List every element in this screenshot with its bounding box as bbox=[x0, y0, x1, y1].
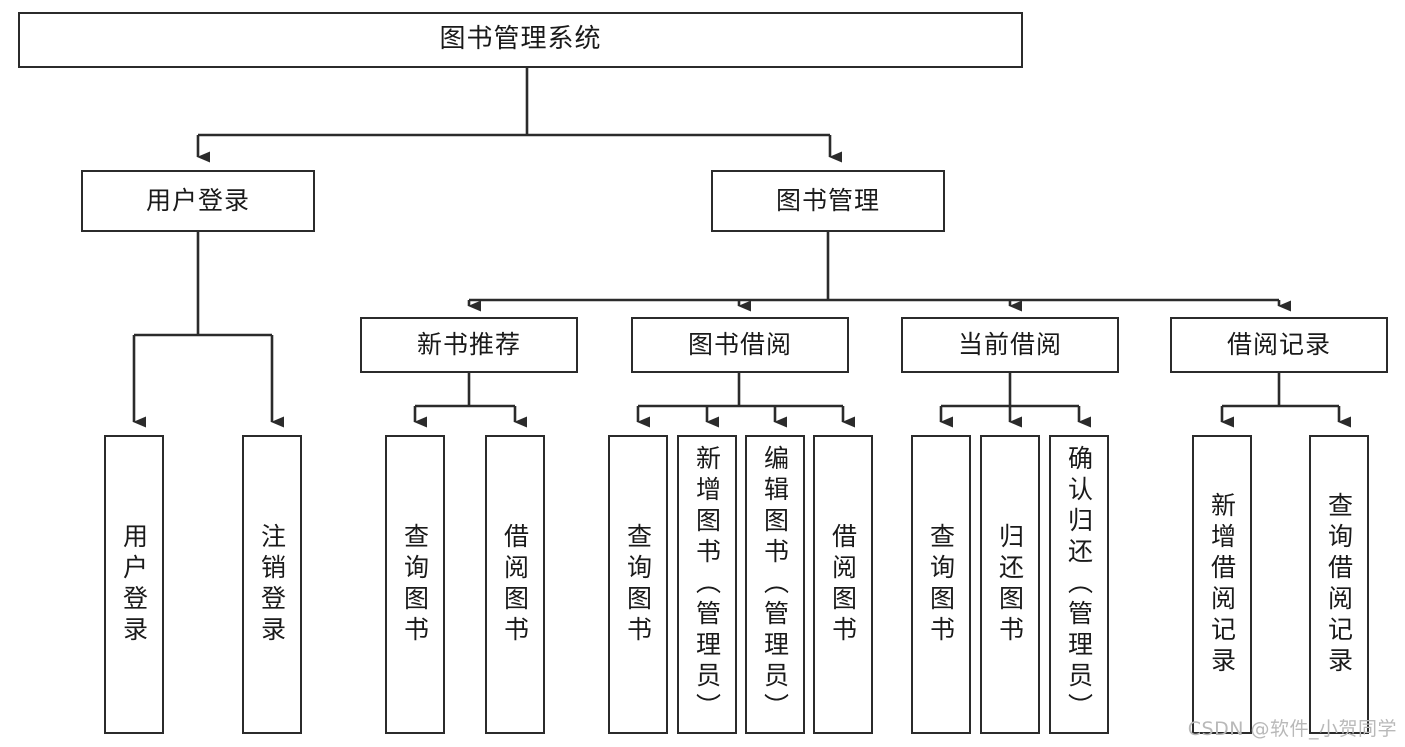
node-label: 借阅图书 bbox=[828, 522, 858, 647]
node-label: 借阅记录 bbox=[1226, 329, 1331, 359]
node-label: 借阅图书 bbox=[500, 522, 530, 647]
node-label: 确认归还（管理员） bbox=[1064, 445, 1094, 724]
node-leaf-query-book-borrow[interactable]: 查询图书 bbox=[608, 435, 668, 734]
node-label: 注销登录 bbox=[257, 522, 287, 647]
node-leaf-query-borrow-record[interactable]: 查询借阅记录 bbox=[1309, 435, 1369, 734]
node-leaf-query-book-current[interactable]: 查询图书 bbox=[911, 435, 971, 734]
node-book-borrow[interactable]: 图书借阅 bbox=[631, 317, 849, 373]
node-leaf-confirm-return-admin[interactable]: 确认归还（管理员） bbox=[1049, 435, 1109, 734]
node-label: 当前借阅 bbox=[957, 329, 1062, 359]
node-user-login[interactable]: 用户登录 bbox=[81, 170, 315, 232]
node-current-borrow[interactable]: 当前借阅 bbox=[901, 317, 1119, 373]
node-label: 查询图书 bbox=[623, 522, 653, 647]
node-label: 图书借阅 bbox=[687, 329, 792, 359]
node-label: 新书推荐 bbox=[416, 329, 521, 359]
node-label: 查询图书 bbox=[400, 522, 430, 647]
node-leaf-query-book-recommend[interactable]: 查询图书 bbox=[385, 435, 445, 734]
node-new-book-recommend[interactable]: 新书推荐 bbox=[360, 317, 578, 373]
node-label: 编辑图书（管理员） bbox=[760, 445, 790, 724]
watermark-text: CSDN @软件_小贺同学 bbox=[1187, 718, 1397, 740]
node-leaf-add-book-admin[interactable]: 新增图书（管理员） bbox=[677, 435, 737, 734]
node-leaf-return-book[interactable]: 归还图书 bbox=[980, 435, 1040, 734]
node-label: 查询借阅记录 bbox=[1324, 491, 1354, 678]
node-leaf-borrow-book-recommend[interactable]: 借阅图书 bbox=[485, 435, 545, 734]
node-label: 用户登录 bbox=[119, 522, 149, 647]
node-label: 新增借阅记录 bbox=[1207, 491, 1237, 678]
node-leaf-edit-book-admin[interactable]: 编辑图书（管理员） bbox=[745, 435, 805, 734]
node-leaf-user-login[interactable]: 用户登录 bbox=[104, 435, 164, 734]
node-label: 图书管理 bbox=[775, 185, 880, 215]
node-borrow-record[interactable]: 借阅记录 bbox=[1170, 317, 1388, 373]
node-label: 新增图书（管理员） bbox=[692, 445, 722, 724]
node-label: 查询图书 bbox=[926, 522, 956, 647]
node-leaf-add-borrow-record[interactable]: 新增借阅记录 bbox=[1192, 435, 1252, 734]
node-leaf-logout[interactable]: 注销登录 bbox=[242, 435, 302, 734]
node-label: 图书管理系统 bbox=[439, 24, 602, 55]
node-label: 归还图书 bbox=[995, 522, 1025, 647]
node-root-system[interactable]: 图书管理系统 bbox=[18, 12, 1023, 68]
node-label: 用户登录 bbox=[145, 185, 250, 215]
node-book-management[interactable]: 图书管理 bbox=[711, 170, 945, 232]
node-leaf-borrow-book[interactable]: 借阅图书 bbox=[813, 435, 873, 734]
